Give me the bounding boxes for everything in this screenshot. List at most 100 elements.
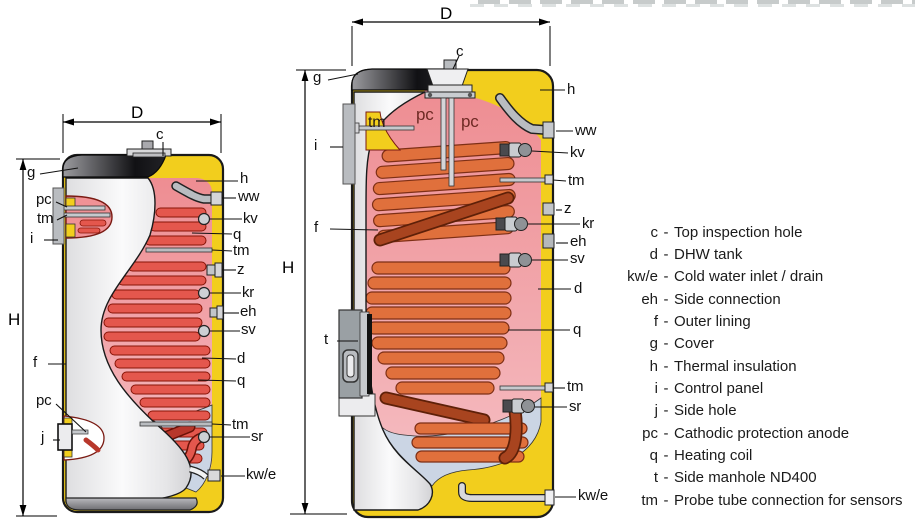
legend-desc: Outer lining [674,313,751,331]
legend-desc: Probe tube connection for sensors [674,491,903,509]
legend-desc: Top inspection hole [674,223,803,241]
callout-tm-small-r2: tm [232,416,249,433]
legend-separator: - [663,402,669,420]
legend-row: f-Outer lining [620,310,912,332]
callout-eh-large: eh [570,233,587,250]
callout-ww-small: ww [238,188,260,205]
legend-separator: - [663,246,669,264]
legend-desc: Side hole [674,402,737,420]
cropped-text-remnant-2 [470,4,915,7]
legend-row: h-Thermal insulation [620,355,912,377]
legend-key: q [649,447,658,465]
legend-key: i [654,380,658,398]
callout-kwe-small: kw/e [246,466,277,483]
cropped-text-remnant [478,0,915,4]
legend-key: t [653,469,658,487]
legend-desc: Side connection [674,290,781,308]
legend-key: tm [641,491,658,509]
legend-key: j [654,402,658,420]
legend-key: c [650,223,659,241]
legend-desc: Heating coil [674,447,753,465]
legend-key: h [649,357,658,375]
legend-key: pc [642,424,658,442]
callout-f-large: f [314,219,318,236]
callout-sr-large: sr [569,398,582,415]
legend-desc: Side manhole ND400 [674,469,817,487]
legend-row: g-Cover [620,333,912,355]
legend-desc: Control panel [674,380,764,398]
tank-small [16,114,250,517]
legend-separator: - [663,290,669,308]
callout-kr-large: kr [582,215,595,232]
legend-separator: - [663,313,669,331]
legend-separator: - [663,268,669,286]
callout-h-large: h [567,81,576,98]
callout-i-large: i [314,137,318,154]
legend-separator: - [663,491,669,509]
callout-kwe-large: kw/e [578,487,609,504]
callout-tm-small-r1: tm [233,242,250,259]
callout-g-small: g [27,164,36,181]
legend-key: eh [641,290,658,308]
legend-row: d-DHW tank [620,243,912,265]
callout-tm-small-left: tm [37,210,54,227]
legend-row: i-Control panel [620,377,912,399]
legend-row: q-Heating coil [620,444,912,466]
legend-desc: Cover [674,335,715,353]
dim-label-D-small: D [131,103,144,122]
callout-pc-large-right: pc [461,112,479,131]
callout-z-large: z [564,200,572,217]
legend-row: kw/e-Cold water inlet / drain [620,266,912,288]
callout-q-small-upper: q [233,226,242,243]
legend-separator: - [663,223,669,241]
callout-sv-small: sv [241,321,256,338]
legend-row: c-Top inspection hole [620,221,912,243]
callout-c-large: c [456,43,464,60]
callout-t-large: t [324,331,328,348]
callout-eh-small: eh [240,303,257,320]
callout-z-small: z [237,261,245,278]
callout-c-small: c [156,126,164,143]
legend-separator: - [663,424,669,442]
callout-ww-large: ww [575,122,597,139]
dim-label-D-large: D [440,4,453,23]
legend-separator: - [663,335,669,353]
callout-d-large: d [574,280,583,297]
callout-j-small: j [41,429,45,446]
legend-row: t-Side manhole ND400 [620,467,912,489]
legend-key: f [653,313,658,331]
legend-desc: DHW tank [674,246,743,264]
callout-kv-small: kv [243,210,258,227]
legend-separator: - [663,380,669,398]
parts-legend: c-Top inspection hole d-DHW tank kw/e-Co… [620,221,912,511]
callout-i-small: i [30,230,34,247]
callout-h-small: h [240,170,249,187]
legend-key: d [649,246,658,264]
callout-pc-small-top: pc [36,191,52,208]
tank-large [290,18,580,519]
callout-tm-large-r1: tm [568,172,585,189]
callout-pc-large-left: pc [416,105,434,124]
callout-kv-large: kv [570,144,585,161]
legend-key: kw/e [627,268,658,286]
callout-sv-large: sv [570,250,585,267]
legend-separator: - [663,357,669,375]
callout-q-large: q [573,321,582,338]
dim-label-H-small: H [8,310,21,329]
callout-g-large: g [313,69,322,86]
dim-label-H-large: H [282,258,295,277]
legend-desc: Thermal insulation [674,357,797,375]
callout-tm-large-inside: tm [368,114,386,131]
legend-key: g [649,335,658,353]
callout-tm-large-r2: tm [567,378,584,395]
callout-pc-small-bottom: pc [36,392,52,409]
legend-separator: - [663,447,669,465]
legend-row: pc-Cathodic protection anode [620,422,912,444]
legend-separator: - [663,469,669,487]
callout-kr-small: kr [242,284,255,301]
legend-row: tm-Probe tube connection for sensors [620,489,912,511]
legend-desc: Cathodic protection anode [674,424,850,442]
legend-desc: Cold water inlet / drain [674,268,824,286]
